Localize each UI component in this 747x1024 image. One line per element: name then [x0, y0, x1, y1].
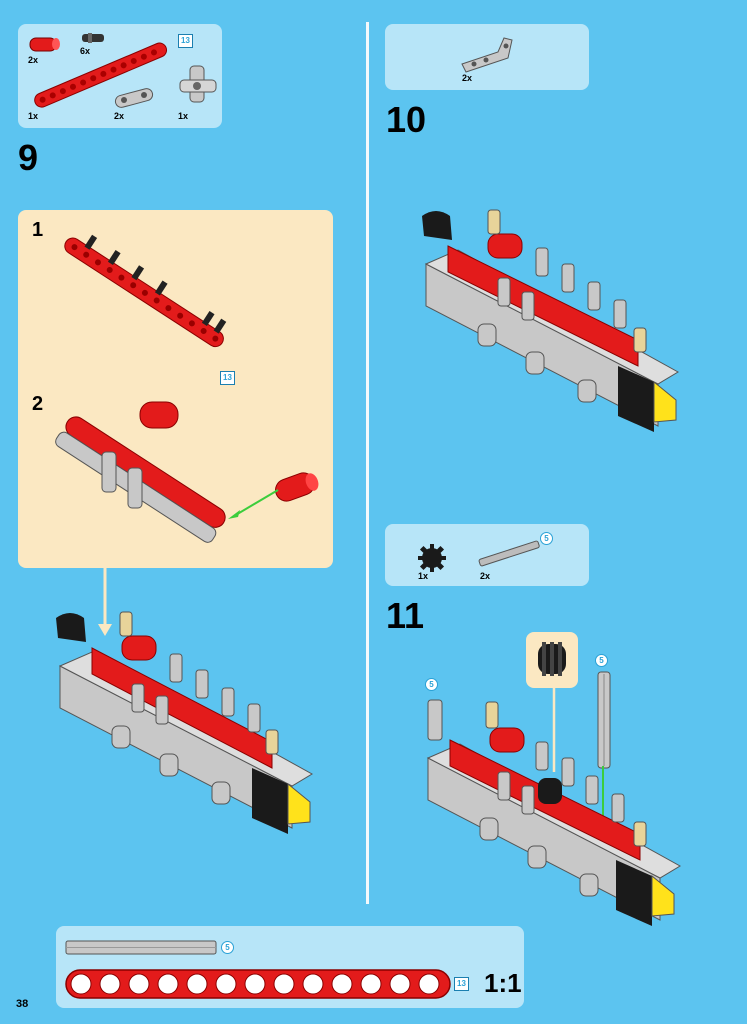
column-divider: [366, 22, 369, 904]
length-badge: 13: [220, 371, 235, 385]
axle-1to1-icon: [65, 940, 217, 955]
length-callout: 5: [425, 678, 438, 691]
length-badge: 13: [178, 34, 193, 48]
arrow-down-icon: [552, 688, 556, 772]
gear-icon: [418, 544, 446, 572]
step-number: 10: [386, 99, 427, 140]
part-qty: 1x: [178, 111, 189, 121]
red-connector-icon: [275, 472, 319, 502]
part-qty: 1x: [418, 571, 429, 581]
gray-connector-icon: [114, 88, 154, 108]
part-qty: 2x: [28, 55, 39, 65]
red-beam-with-pins-icon: [64, 234, 227, 348]
step-number: 9: [18, 137, 39, 178]
red-beam-13-icon: [34, 42, 168, 108]
part-qty: 6x: [80, 46, 91, 56]
length-callout: 5: [595, 654, 608, 667]
step11-parts-panel: [385, 524, 589, 586]
gear-icon: [538, 642, 566, 676]
part-qty: 2x: [480, 571, 491, 581]
part-qty: 2x: [114, 111, 125, 121]
beam-1to1-icon: [65, 969, 451, 999]
length-badge: 5: [221, 941, 234, 954]
length-badge: 13: [454, 977, 469, 991]
model-assembly-step11: [426, 699, 682, 926]
red-connector-icon: [29, 37, 60, 52]
green-arrow-icon: [228, 489, 279, 519]
substep-number: 2: [32, 393, 44, 415]
substep-number: 1: [32, 219, 44, 241]
page-number: 38: [16, 998, 29, 1010]
cross-connector-icon: [179, 65, 217, 103]
step-number: 11: [386, 595, 425, 636]
axle-icon: [478, 540, 540, 567]
scale-label: 1:1: [484, 968, 522, 998]
angled-beam-icon: [461, 37, 513, 73]
length-badge: 5: [540, 532, 553, 545]
part-qty: 2x: [462, 73, 473, 83]
model-assembly-step9: [56, 611, 314, 834]
pin-icon: [82, 33, 104, 43]
arrow-down-icon: [98, 568, 112, 636]
red-beam-with-connectors-icon: [55, 401, 226, 543]
model-assembly-step10: [422, 209, 680, 432]
part-qty: 1x: [28, 111, 39, 121]
